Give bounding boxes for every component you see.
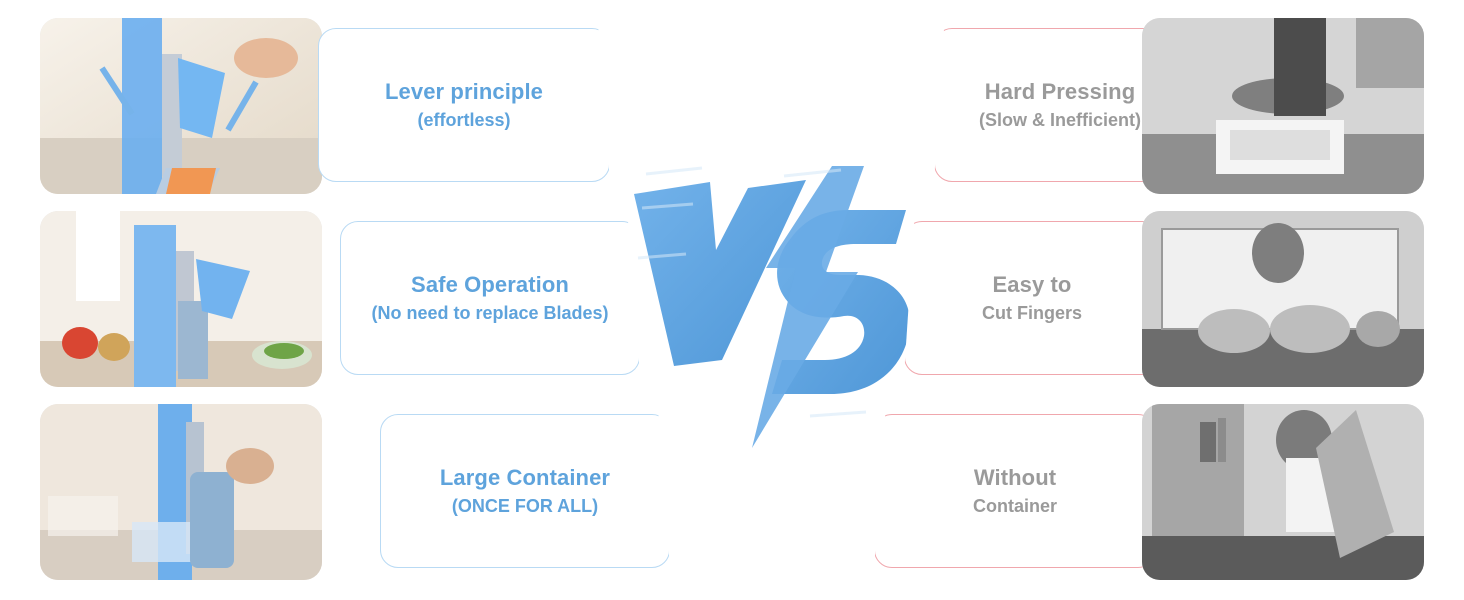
- hard-pressing-subtitle: (Slow & Inefficient): [979, 110, 1141, 130]
- lever-slicer-illustration: [40, 18, 322, 194]
- left-comparison-item-3: Large Container (ONCE FOR ALL): [0, 404, 672, 580]
- cut-fingers-subtitle: Cut Fingers: [981, 303, 1082, 323]
- lever-principle-subtitle: (effortless): [417, 110, 511, 130]
- without-container-subtitle: Container: [972, 496, 1057, 516]
- large-container-title: Large Container: [439, 465, 611, 490]
- right-comparison-item-1: Hard Pressing (Slow & Inefficient): [934, 18, 1464, 194]
- cut-fingers-photo: [1142, 211, 1424, 387]
- safe-operation-illustration: [40, 211, 322, 387]
- hard-pressing-title: Hard Pressing: [984, 79, 1136, 104]
- right-comparison-item-3: Without Container: [874, 404, 1464, 580]
- cut-fingers-illustration: [1142, 211, 1424, 387]
- safe-operation-title: Safe Operation: [411, 272, 569, 297]
- without-container-card: Without Container: [874, 414, 1156, 568]
- lever-principle-card: Lever principle (effortless): [318, 28, 610, 182]
- cut-fingers-title: Easy to: [992, 272, 1072, 297]
- large-container-illustration: [40, 404, 322, 580]
- large-container-subtitle: (ONCE FOR ALL): [451, 496, 599, 516]
- left-comparison-item-1: Lever principle (effortless): [0, 18, 612, 194]
- without-container-photo: [1142, 404, 1424, 580]
- without-container-illustration: [1142, 404, 1424, 580]
- left-comparison-item-2: Safe Operation (No need to replace Blade…: [0, 211, 640, 387]
- vs-logo: [620, 146, 920, 456]
- lever-principle-title: Lever principle: [384, 79, 543, 104]
- lever-slicer-photo: [40, 18, 322, 194]
- vs-icon: [634, 166, 910, 448]
- cut-fingers-card: Easy to Cut Fingers: [904, 221, 1160, 375]
- safe-operation-subtitle: (No need to replace Blades): [371, 303, 609, 323]
- hard-pressing-illustration: [1142, 18, 1424, 194]
- large-container-photo: [40, 404, 322, 580]
- safe-operation-card: Safe Operation (No need to replace Blade…: [340, 221, 640, 375]
- safe-operation-photo: [40, 211, 322, 387]
- large-container-card: Large Container (ONCE FOR ALL): [380, 414, 670, 568]
- without-container-title: Without: [973, 465, 1057, 490]
- right-comparison-item-2: Easy to Cut Fingers: [904, 211, 1464, 387]
- hard-pressing-photo: [1142, 18, 1424, 194]
